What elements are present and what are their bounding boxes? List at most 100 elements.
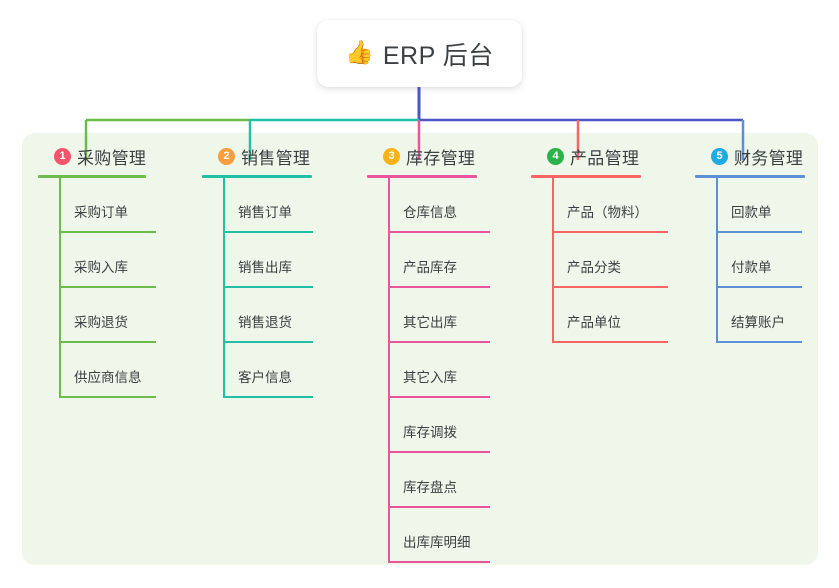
item-node[interactable]: 产品分类 (552, 233, 668, 288)
item-node[interactable]: 产品（物料） (552, 178, 668, 233)
item-label: 其它出库 (403, 315, 457, 330)
item-underline (223, 286, 313, 288)
item-underline (59, 396, 156, 398)
item-node[interactable]: 付款单 (716, 233, 805, 288)
column-number-badge: 3 (383, 147, 400, 165)
column-title: 库存管理 (406, 148, 476, 168)
item-underline (59, 286, 156, 288)
item-node[interactable]: 销售订单 (223, 178, 313, 233)
column-items-3: 仓库信息产品库存其它出库其它入库库存调拨库存盘点出库库明细 (367, 178, 490, 563)
column-title: 产品管理 (570, 148, 640, 168)
diagram-panel (22, 133, 818, 565)
item-label: 库存调拨 (403, 425, 457, 440)
column-items-2: 销售订单销售出库销售退货客户信息 (202, 178, 313, 398)
root-node[interactable]: 👍 ERP 后台 (317, 20, 522, 87)
column-underline (367, 175, 477, 178)
item-node[interactable]: 客户信息 (223, 343, 313, 398)
item-underline (388, 231, 490, 233)
item-label: 产品（物料） (567, 205, 648, 220)
item-label: 客户信息 (238, 370, 292, 385)
column-header-1[interactable]: 1 采购管理 (38, 143, 146, 169)
item-label: 其它入库 (403, 370, 457, 385)
column-5: 5 财务管理回款单付款单结算账户 (695, 143, 805, 343)
column-number-badge: 4 (547, 147, 564, 165)
column-header-5[interactable]: 5 财务管理 (695, 143, 805, 169)
item-node[interactable]: 结算账户 (716, 288, 805, 343)
item-label: 采购退货 (74, 315, 128, 330)
item-label: 销售出库 (238, 260, 292, 275)
item-node[interactable]: 其它入库 (388, 343, 490, 398)
thumbs-up-icon: 👍 (345, 39, 374, 65)
column-stem (552, 178, 554, 343)
item-label: 付款单 (731, 260, 772, 275)
column-items-4: 产品（物料） 产品分类产品单位 (531, 178, 668, 343)
item-underline (716, 341, 802, 343)
root-node-label: ERP 后台 (382, 41, 494, 70)
item-label: 产品单位 (567, 315, 621, 330)
item-underline (388, 451, 490, 453)
item-node[interactable]: 其它出库 (388, 288, 490, 343)
column-header-4[interactable]: 4 产品管理 (531, 143, 641, 169)
item-node[interactable]: 产品库存 (388, 233, 490, 288)
item-underline (552, 286, 668, 288)
column-underline (38, 175, 146, 178)
item-underline (388, 286, 490, 288)
item-label: 采购入库 (74, 260, 128, 275)
column-1: 1 采购管理采购订单采购入库采购退货供应商信息 (38, 143, 156, 398)
item-label: 出库库明细 (403, 535, 471, 550)
item-node[interactable]: 采购入库 (59, 233, 156, 288)
item-node[interactable]: 销售退货 (223, 288, 313, 343)
item-node[interactable]: 产品单位 (552, 288, 668, 343)
item-underline (223, 341, 313, 343)
column-4: 4 产品管理产品（物料） 产品分类产品单位 (531, 143, 668, 343)
column-title: 采购管理 (77, 148, 147, 168)
item-label: 产品分类 (567, 260, 621, 275)
item-underline (388, 506, 490, 508)
item-node[interactable]: 供应商信息 (59, 343, 156, 398)
item-label: 库存盘点 (403, 480, 457, 495)
column-items-5: 回款单付款单结算账户 (695, 178, 805, 343)
column-underline (695, 175, 805, 178)
item-underline (388, 561, 490, 563)
column-underline (202, 175, 312, 178)
item-node[interactable]: 采购退货 (59, 288, 156, 343)
column-stem (223, 178, 225, 398)
column-items-1: 采购订单采购入库采购退货供应商信息 (38, 178, 156, 398)
column-2: 2 销售管理销售订单销售出库销售退货客户信息 (202, 143, 313, 398)
item-node[interactable]: 出库库明细 (388, 508, 490, 563)
item-node[interactable]: 库存盘点 (388, 453, 490, 508)
item-underline (59, 231, 156, 233)
item-label: 销售退货 (238, 315, 292, 330)
item-label: 销售订单 (238, 205, 292, 220)
column-stem (716, 178, 718, 343)
column-3: 3 库存管理仓库信息产品库存其它出库其它入库库存调拨库存盘点出库库明细 (367, 143, 490, 563)
item-label: 结算账户 (731, 315, 785, 330)
item-node[interactable]: 销售出库 (223, 233, 313, 288)
column-title: 销售管理 (241, 148, 311, 168)
column-number-badge: 2 (218, 147, 235, 165)
column-header-3[interactable]: 3 库存管理 (367, 143, 477, 169)
column-number-badge: 1 (54, 147, 71, 165)
item-node[interactable]: 库存调拨 (388, 398, 490, 453)
item-label: 仓库信息 (403, 205, 457, 220)
item-underline (552, 231, 668, 233)
item-underline (552, 341, 668, 343)
column-title: 财务管理 (734, 148, 804, 168)
item-underline (388, 396, 490, 398)
column-header-2[interactable]: 2 销售管理 (202, 143, 312, 169)
item-underline (223, 396, 313, 398)
item-node[interactable]: 采购订单 (59, 178, 156, 233)
item-label: 产品库存 (403, 260, 457, 275)
item-underline (716, 231, 802, 233)
item-node[interactable]: 回款单 (716, 178, 805, 233)
item-underline (59, 341, 156, 343)
column-underline (531, 175, 641, 178)
item-node[interactable]: 仓库信息 (388, 178, 490, 233)
item-underline (388, 341, 490, 343)
column-number-badge: 5 (711, 147, 728, 165)
column-stem (59, 178, 61, 398)
item-label: 回款单 (731, 205, 772, 220)
item-underline (716, 286, 802, 288)
item-label: 供应商信息 (74, 370, 142, 385)
